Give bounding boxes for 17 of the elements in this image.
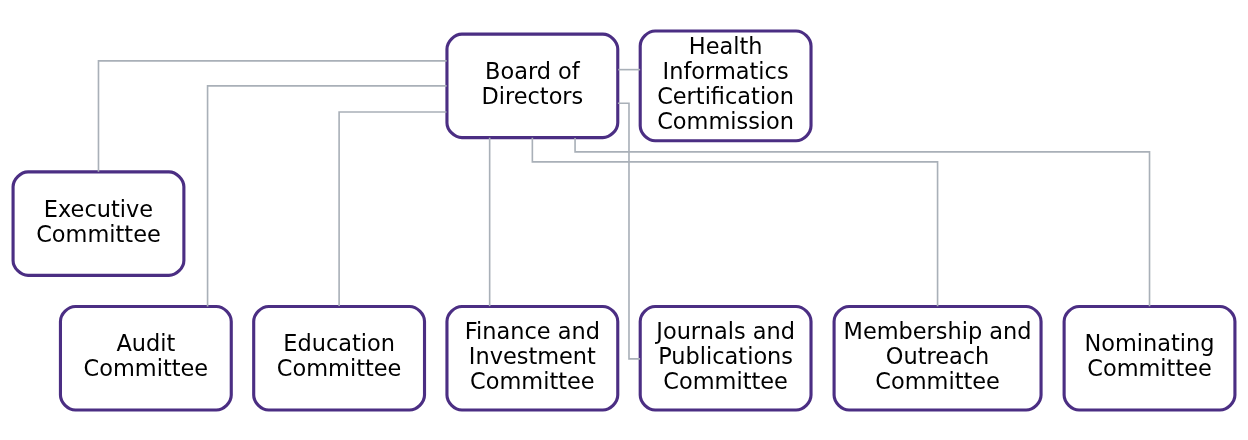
- connector: [531, 136, 939, 307]
- node-box: Finance and Investment Committee: [445, 304, 620, 412]
- connector: [338, 110, 448, 307]
- connector: [206, 84, 448, 307]
- node-box: Membership and Outreach Committee: [832, 304, 1043, 412]
- node-box: Journals and Publications Committee: [638, 304, 813, 412]
- node-box: Education Committee: [252, 304, 427, 412]
- connector: [574, 136, 1151, 307]
- node-box: Audit Committee: [58, 304, 233, 412]
- node-box: Board of Directors: [445, 32, 620, 139]
- connector: [617, 102, 641, 360]
- node-box: Health Informatics Certification Commission: [638, 28, 813, 142]
- connector: [97, 59, 448, 172]
- node-box: Nominating Committee: [1062, 304, 1237, 412]
- connector: [488, 136, 491, 307]
- node-box: Executive Committee: [11, 169, 186, 277]
- connector: [617, 68, 641, 70]
